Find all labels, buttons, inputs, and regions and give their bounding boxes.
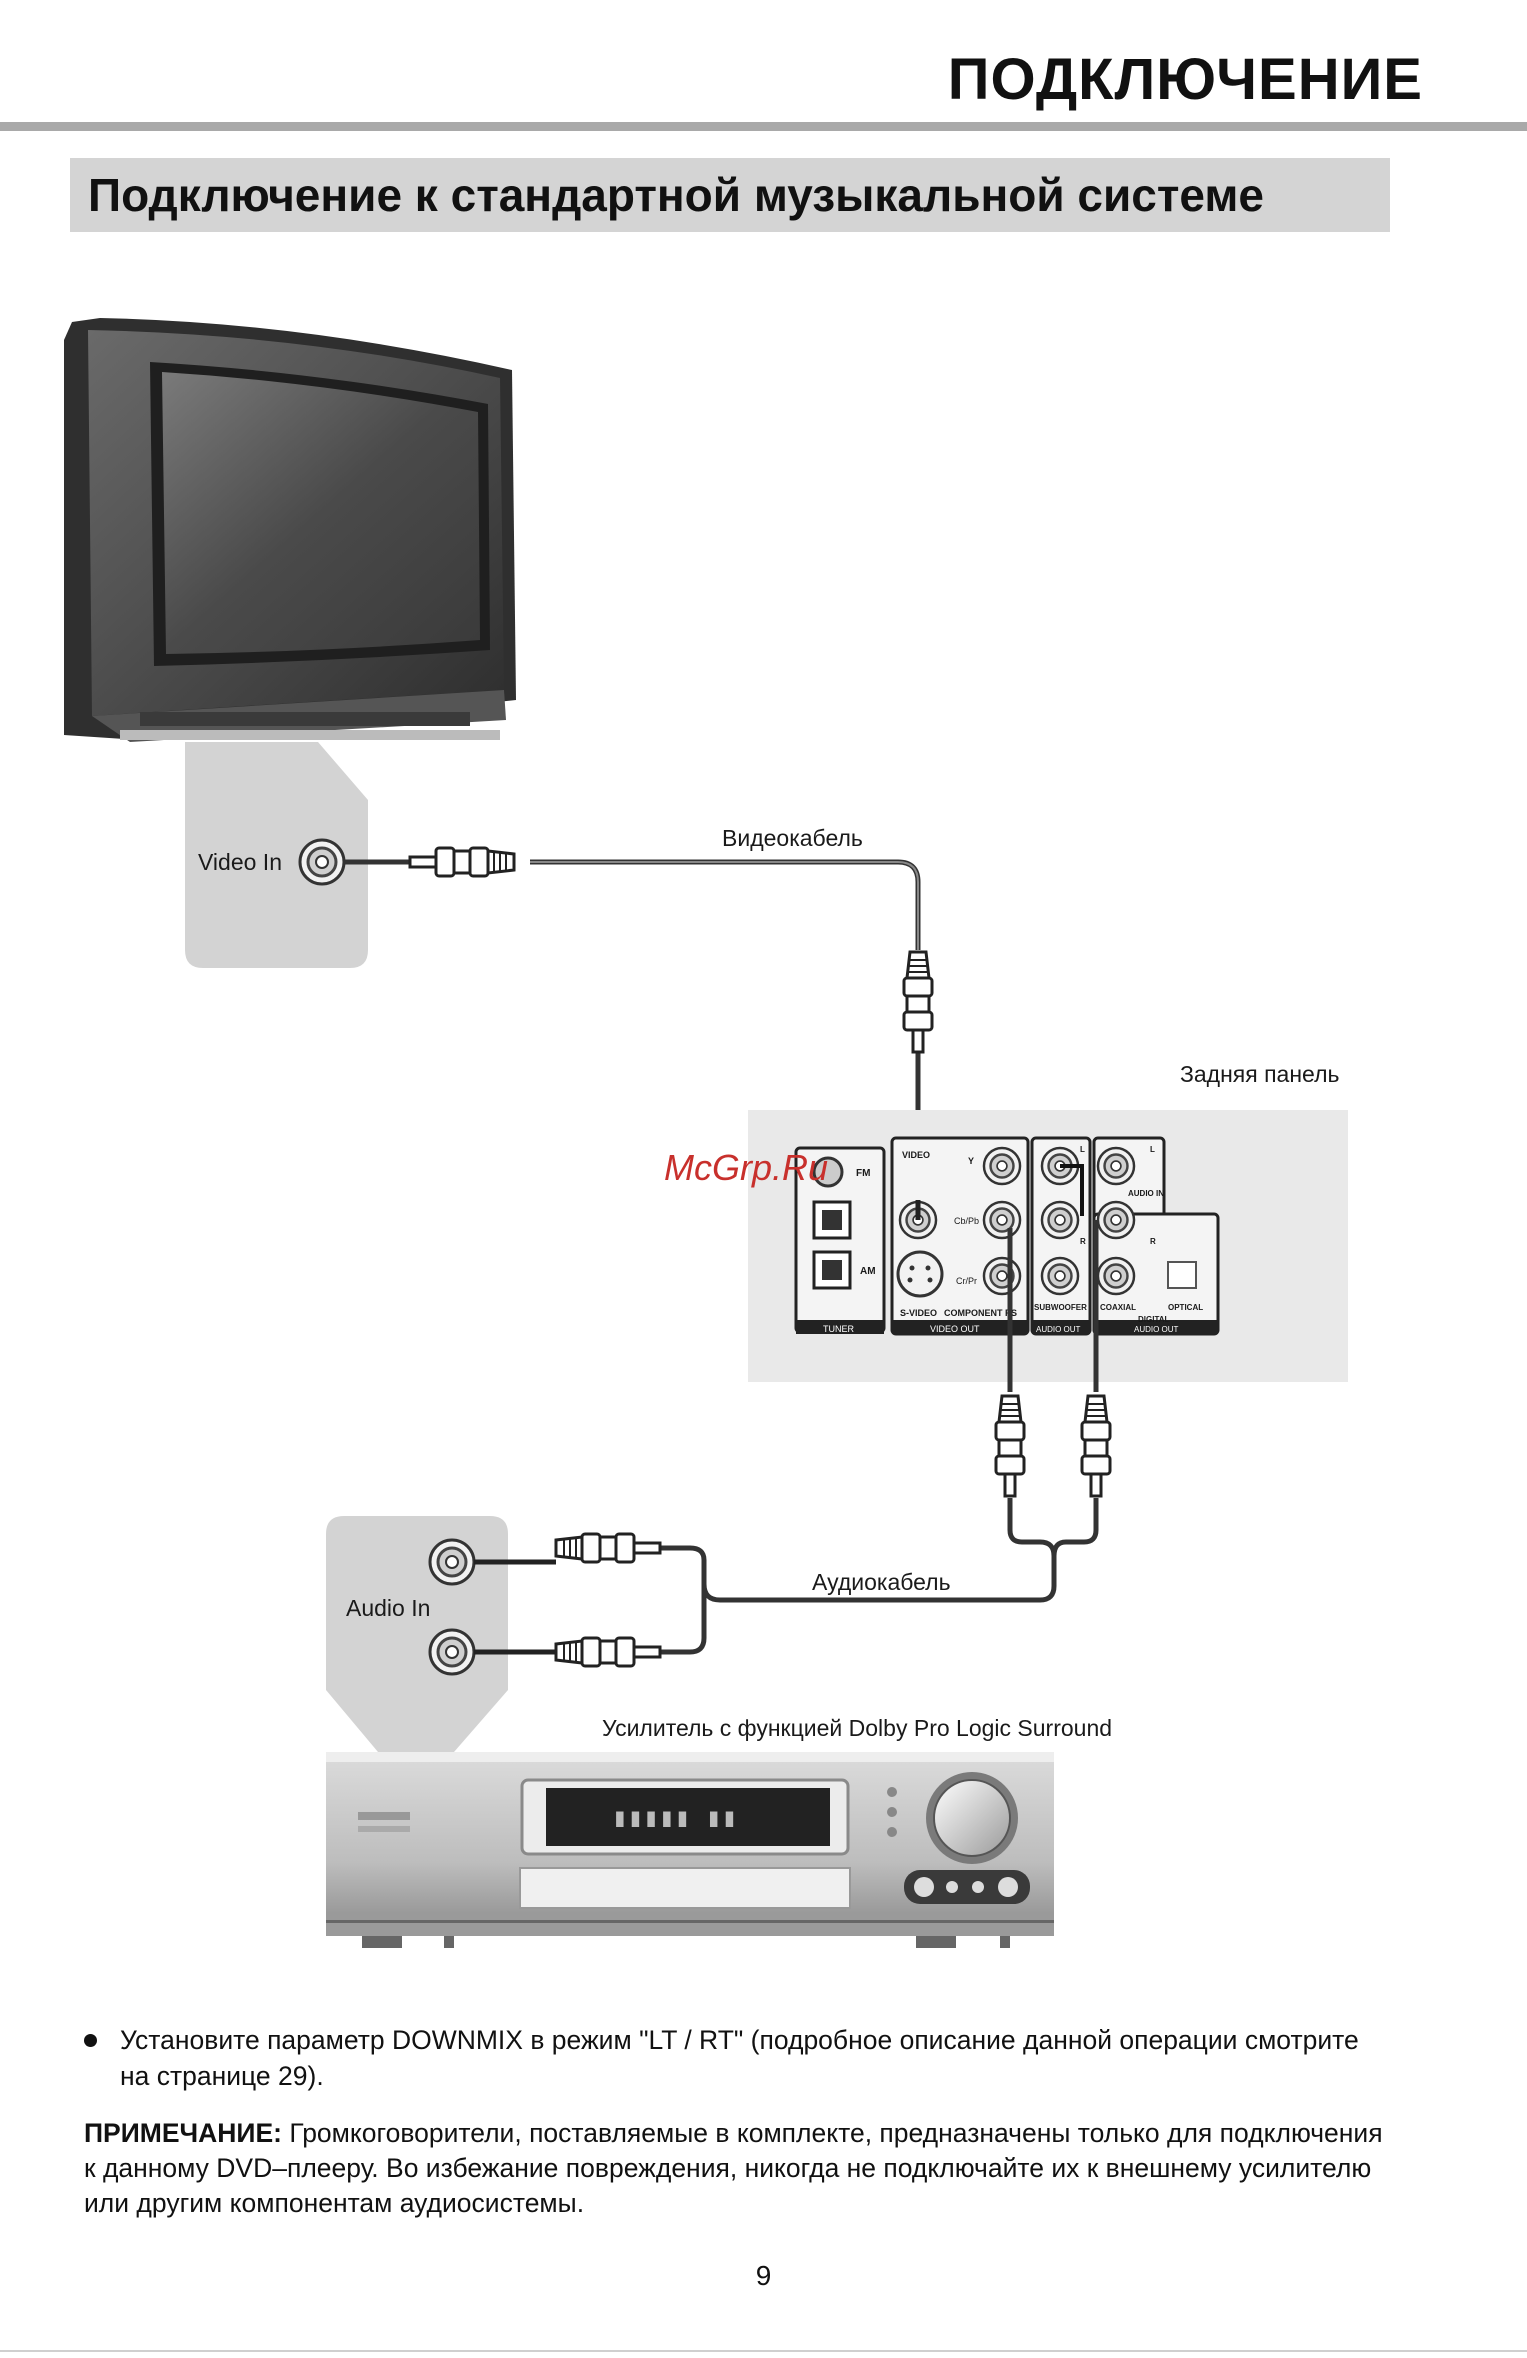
note-line-2: к данному DVD–плееру. Во избежание повре… bbox=[84, 2153, 1372, 2183]
tuner-fm-label: FM bbox=[856, 1168, 870, 1179]
header-rule bbox=[0, 122, 1527, 131]
subwoofer-jack bbox=[1040, 1256, 1080, 1296]
tv-video-in-label: Video In bbox=[198, 849, 282, 875]
bullet-line-1: Установите параметр DOWNMIX в режим "LT … bbox=[120, 2025, 1359, 2055]
s-video-jack bbox=[896, 1250, 944, 1298]
audio-out-l-label: L bbox=[1080, 1145, 1085, 1154]
amp-audio-in-label: Audio In bbox=[346, 1595, 430, 1621]
coaxial-label: COAXIAL bbox=[1100, 1303, 1136, 1312]
digital-label: DIGITAL bbox=[1138, 1315, 1170, 1324]
video-jack-label: VIDEO bbox=[902, 1150, 930, 1160]
section-title: Подключение к стандартной музыкальной си… bbox=[88, 169, 1264, 221]
amp-audio-in-jack-l bbox=[428, 1538, 476, 1586]
tuner-am-label: AM bbox=[860, 1266, 876, 1277]
bullet-dot bbox=[84, 2034, 97, 2047]
page-number: 9 bbox=[755, 2260, 772, 2291]
tv-video-in-jack bbox=[298, 838, 346, 886]
component-label: COMPONENT PS bbox=[944, 1308, 1017, 1318]
audio-cable-label: Аудиокабель bbox=[812, 1569, 951, 1595]
page-header-title: ПОДКЛЮЧЕНИЕ bbox=[947, 47, 1423, 112]
bullet-line-2: на странице 29). bbox=[120, 2061, 324, 2091]
audio-in-l-jack bbox=[1096, 1146, 1136, 1186]
audio-in-r-jack bbox=[1096, 1200, 1136, 1240]
audio-in-r-label: R bbox=[1150, 1237, 1156, 1246]
amplifier-illustration: ▮▮▮▮▮ ▮▮ bbox=[326, 1752, 1054, 1948]
note-label: ПРИМЕЧАНИЕ: bbox=[84, 2118, 282, 2148]
audio-out-r-jack bbox=[1040, 1200, 1080, 1240]
watermark-text: McGrp.Ru bbox=[664, 1147, 828, 1188]
y-jack bbox=[982, 1146, 1022, 1186]
audio-cable-plug-left-dvd bbox=[994, 1394, 1026, 1498]
tuner-footer-label: TUNER bbox=[823, 1324, 854, 1334]
cr-pr-jack bbox=[982, 1256, 1022, 1296]
audio-in-label: AUDIO IN bbox=[1128, 1189, 1164, 1198]
tv-jack-plate bbox=[185, 742, 368, 968]
optical-port bbox=[1167, 1261, 1197, 1289]
audio-cable-plug-amp-r bbox=[554, 1636, 662, 1668]
note-line-1: Громкоговорители, поставляемые в комплек… bbox=[281, 2118, 1383, 2148]
cr-pr-jack-label: Cr/Pr bbox=[956, 1276, 977, 1286]
audio-in-l-label: L bbox=[1150, 1145, 1155, 1154]
instruction-bullet: Установите параметр DOWNMIX в режим "LT … bbox=[84, 2022, 1484, 2094]
audio-out-footer-label: AUDIO OUT bbox=[1036, 1325, 1081, 1334]
audio-cable-plug-amp-l bbox=[554, 1532, 662, 1564]
tv-illustration bbox=[64, 318, 516, 742]
amp-display-glyphs: ▮▮▮▮▮ ▮▮ bbox=[612, 1803, 737, 1833]
video-out-block: VIDEO OUT VIDEO Y Cb/Pb Cr/Pr S-VIDEO CO… bbox=[890, 1136, 1030, 1336]
audio-cable-plug-right-dvd bbox=[1080, 1394, 1112, 1498]
cb-pb-jack-label: Cb/Pb bbox=[954, 1216, 979, 1226]
s-video-label: S-VIDEO bbox=[900, 1308, 937, 1318]
audio-out-r-label: R bbox=[1080, 1237, 1086, 1246]
video-cable-plug-tv bbox=[408, 846, 516, 878]
section-heading-box: Подключение к стандартной музыкальной си… bbox=[70, 158, 1390, 232]
bottom-rule bbox=[0, 2350, 1527, 2352]
digital-audio-out-label: AUDIO OUT bbox=[1134, 1325, 1179, 1334]
coaxial-jack bbox=[1096, 1256, 1136, 1296]
video-cable-label: Видеокабель bbox=[722, 825, 863, 851]
audio-in-digital-block: AUDIO OUT L AUDIO IN R COAXIAL OPTICAL D… bbox=[1092, 1136, 1220, 1336]
note-line-3: или другим компонентам аудиосистемы. bbox=[84, 2188, 585, 2218]
amp-jack-plate bbox=[326, 1516, 508, 1752]
amplifier-label: Усилитель с функцией Dolby Pro Logic Sur… bbox=[602, 1715, 1112, 1741]
audio-cable bbox=[660, 1220, 1099, 1655]
note-paragraph: ПРИМЕЧАНИЕ: Громкоговорители, поставляем… bbox=[84, 2116, 1484, 2221]
cb-pb-jack bbox=[982, 1200, 1022, 1240]
y-jack-label: Y bbox=[968, 1156, 974, 1166]
video-out-label: VIDEO OUT bbox=[930, 1324, 980, 1334]
optical-label: OPTICAL bbox=[1168, 1303, 1203, 1312]
amp-audio-in-jack-r bbox=[428, 1628, 476, 1676]
tuner-block: TUNER FM AM bbox=[794, 1146, 886, 1334]
subwoofer-label: SUBWOOFER bbox=[1034, 1303, 1087, 1312]
rear-panel-label: Задняя панель bbox=[1180, 1061, 1340, 1087]
audio-out-block: AUDIO OUT L R SUBWOOFER bbox=[1030, 1136, 1092, 1336]
video-cable-plug-dvd bbox=[902, 950, 934, 1054]
